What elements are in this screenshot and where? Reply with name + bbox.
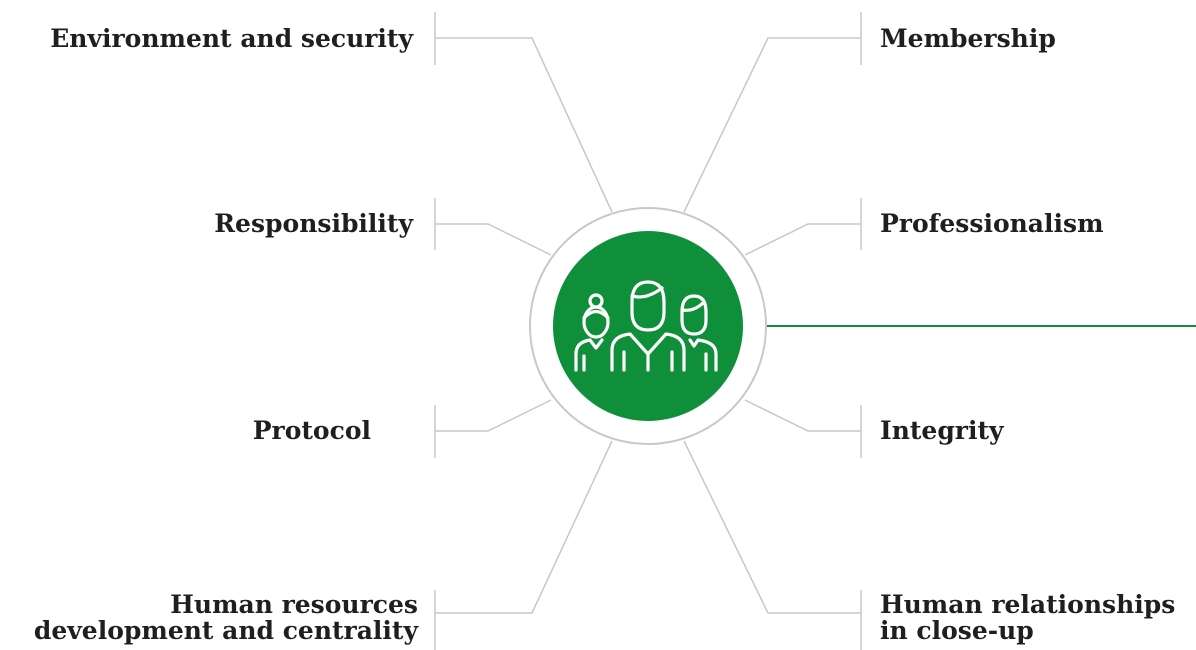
label-human-resources: Human resources development and centrali… [34, 592, 418, 644]
connector-integrity [744, 399, 861, 432]
label-human-relationships: Human relationships in close-up [880, 592, 1175, 644]
connector-human-resources [435, 440, 613, 614]
label-membership: Membership [880, 24, 1056, 53]
label-responsibility: Responsibility [214, 209, 413, 238]
label-integrity: Integrity [880, 416, 1004, 445]
connector-membership [683, 37, 861, 213]
center-circle [553, 231, 743, 421]
connector-responsibility [435, 223, 552, 256]
label-environment-and-security: Environment and security [50, 24, 413, 53]
label-professionalism: Professionalism [880, 209, 1104, 238]
connector-environment [435, 37, 613, 213]
label-protocol: Protocol [252, 416, 371, 445]
connector-lines [434, 12, 862, 650]
team-people-icon [574, 280, 718, 372]
label-human-resources-line1: Human resources [170, 590, 418, 619]
connector-protocol [435, 399, 552, 432]
label-human-resources-line2: development and centrality [33, 616, 418, 645]
label-human-relationships-line2: in close-up [880, 616, 1034, 645]
connector-human-relationships [683, 440, 861, 614]
label-human-relationships-line1: Human relationships [880, 590, 1176, 619]
connector-professionalism [744, 223, 861, 256]
